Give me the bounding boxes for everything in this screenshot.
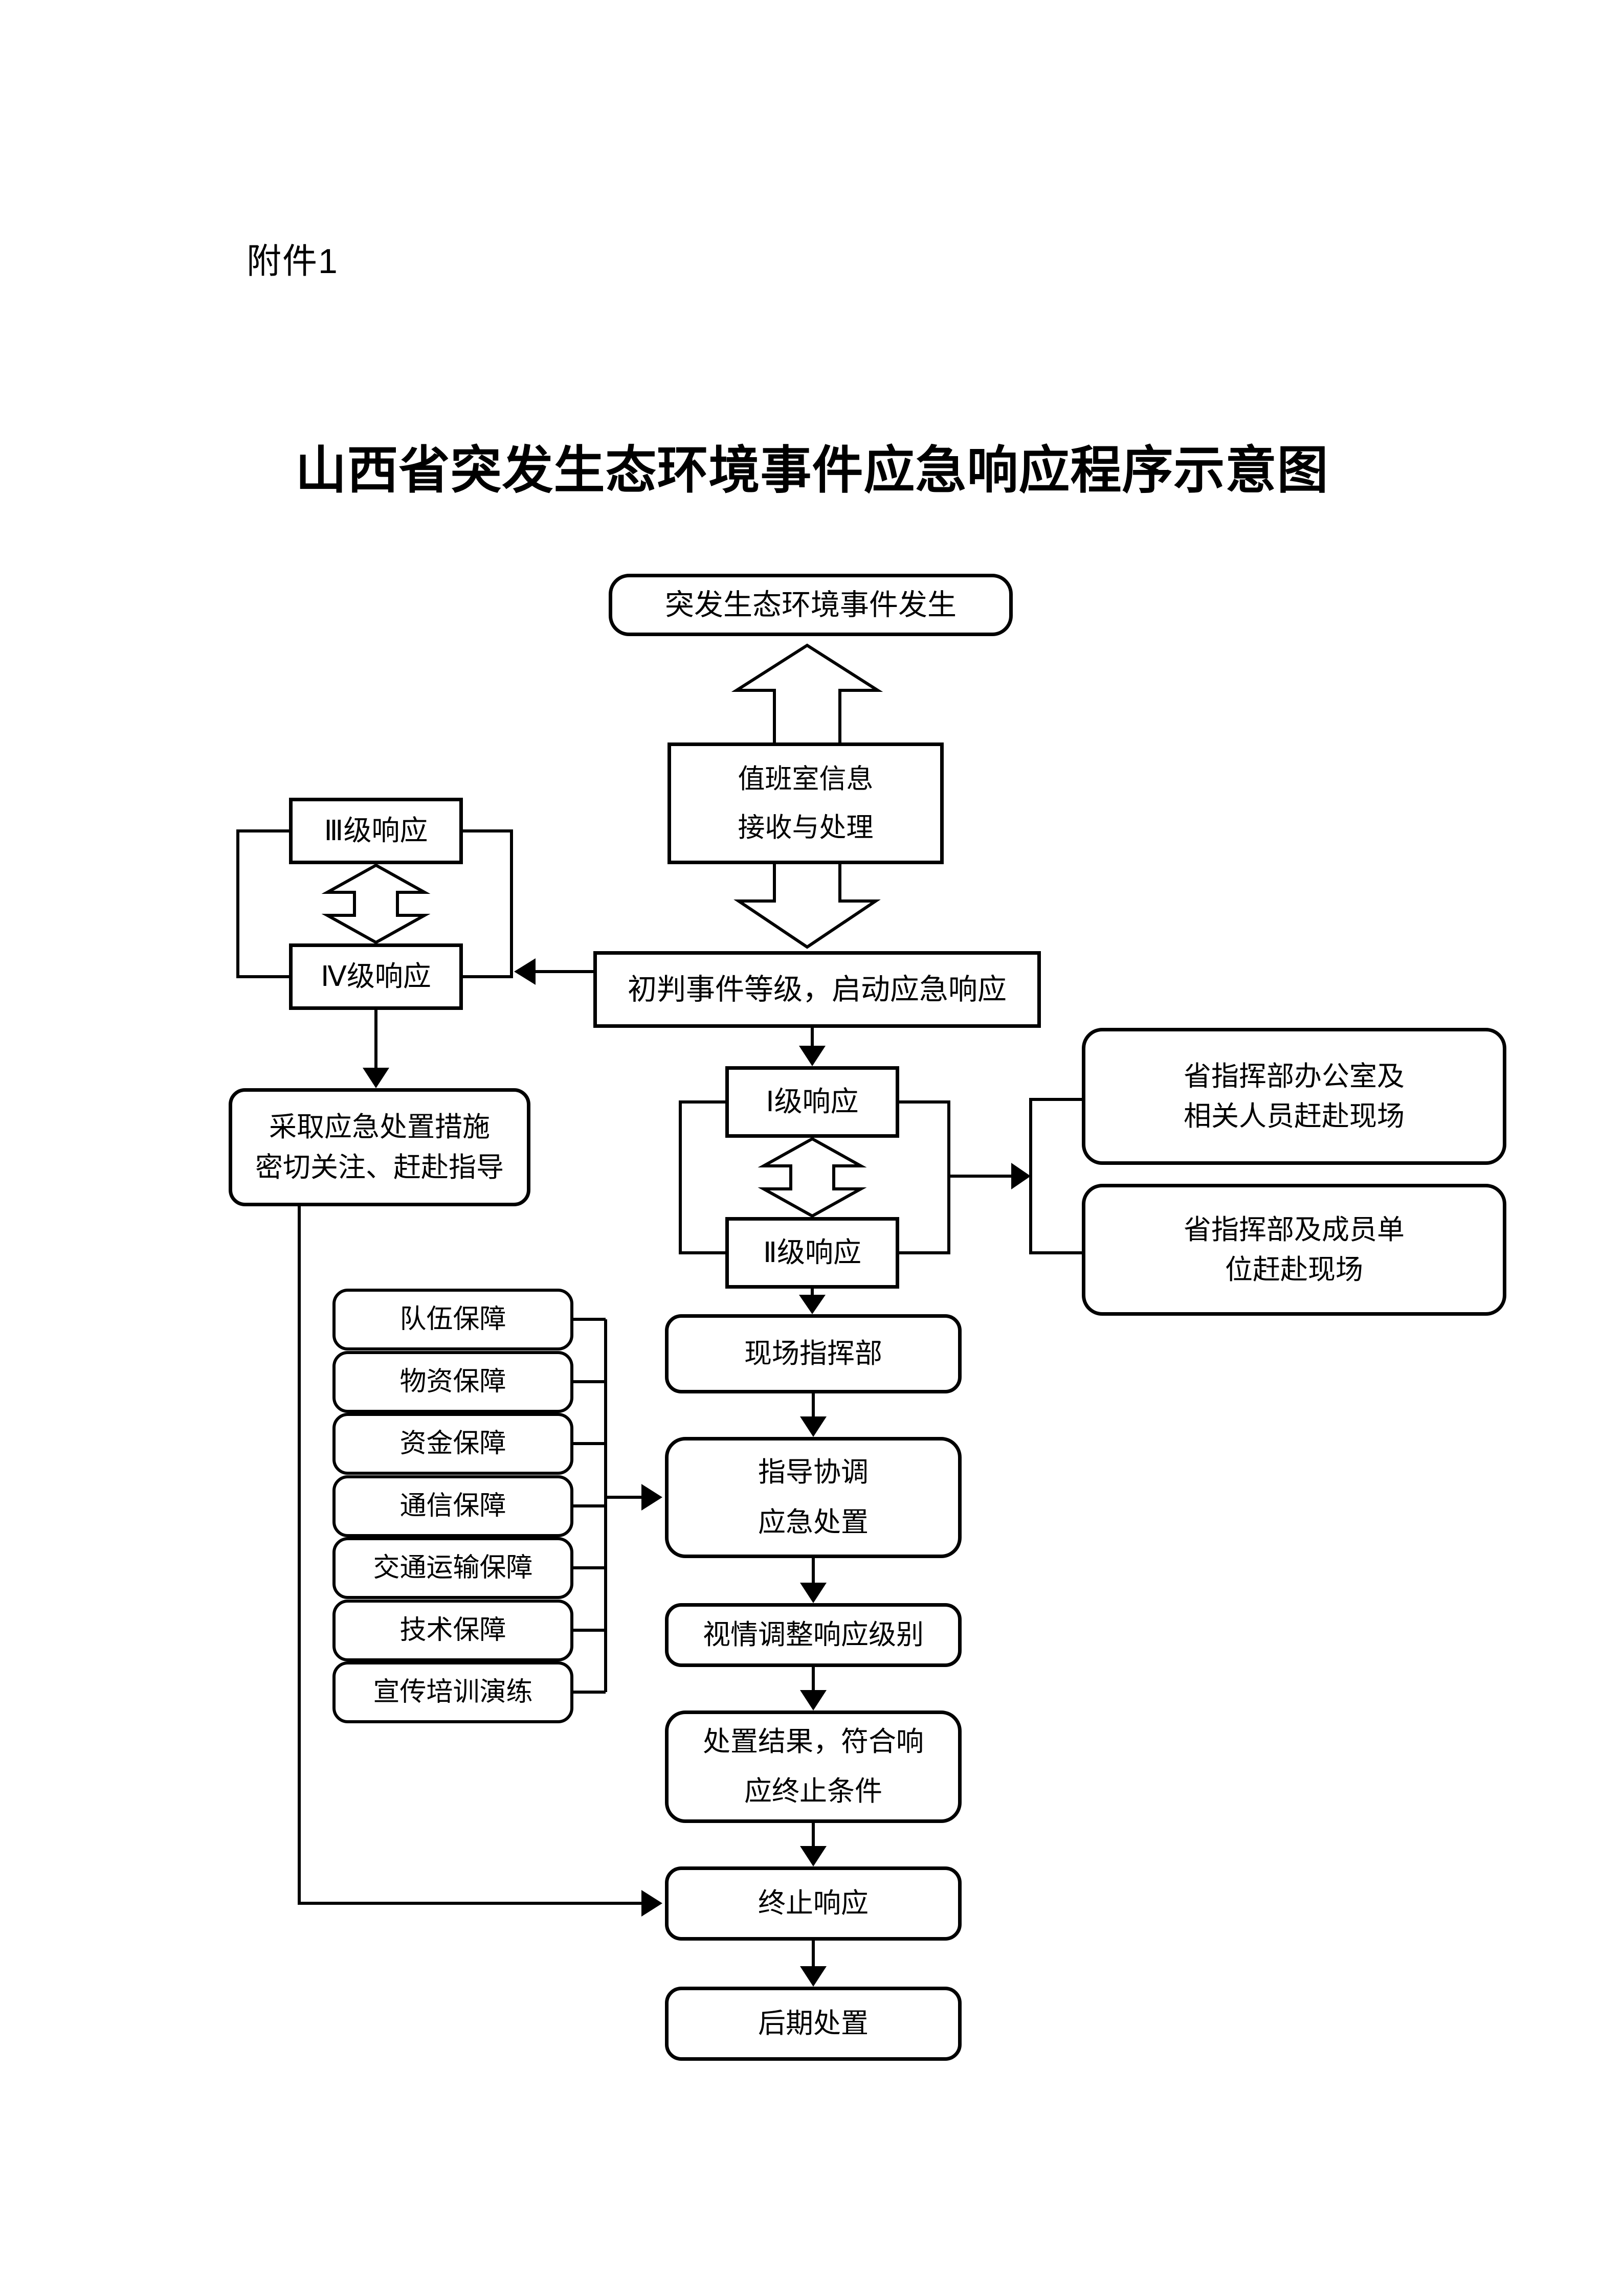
bracket-levels34-right: [463, 829, 513, 978]
node-label: 突发生态环境事件发生: [665, 588, 956, 621]
node-label: 密切关注、赶赴指导: [255, 1152, 504, 1183]
node-label: 位赶赴现场: [1225, 1254, 1363, 1285]
node-label: 应终止条件: [744, 1776, 882, 1807]
node-label: 省指挥部及成员单: [1184, 1214, 1405, 1245]
node-terminate-response: 终止响应: [665, 1866, 962, 1941]
node-label: Ⅳ级响应: [321, 960, 431, 993]
node-label: 交通运输保障: [373, 1552, 533, 1583]
node-support-team: 队伍保障: [332, 1289, 573, 1350]
node-support-transport: 交通运输保障: [332, 1537, 573, 1599]
node-initial-judgment: 初判事件等级，启动应急响应: [593, 951, 1041, 1028]
node-label: 处置结果，符合响: [703, 1726, 924, 1757]
block-arrow-down-icon: [733, 861, 881, 949]
double-arrow-levels34-icon: [321, 863, 431, 944]
node-support-communication: 通信保障: [332, 1475, 573, 1537]
node-label: 宣传培训演练: [373, 1677, 533, 1707]
node-label: 指导协调: [758, 1457, 869, 1488]
node-support-material: 物资保障: [332, 1351, 573, 1413]
node-adjust-level: 视情调整响应级别: [665, 1603, 962, 1667]
node-label: Ⅱ级响应: [763, 1236, 862, 1269]
node-level4-response: Ⅳ级响应: [289, 943, 463, 1010]
node-take-measures: 采取应急处置措施 密切关注、赶赴指导: [229, 1088, 530, 1206]
node-field-hq: 现场指挥部: [665, 1314, 962, 1393]
arrowhead-left-icon: [514, 958, 536, 985]
arrowhead-down-icon: [799, 1046, 826, 1066]
support-collector: [573, 1318, 607, 1694]
arrowhead-down-icon: [799, 1295, 826, 1314]
node-level3-response: Ⅲ级响应: [289, 798, 463, 864]
attachment-label: 附件1: [247, 242, 339, 281]
node-label: 终止响应: [758, 1888, 869, 1919]
node-label: 接收与处理: [738, 813, 874, 843]
node-label: 视情调整响应级别: [703, 1619, 924, 1651]
arrowhead-down-icon: [363, 1068, 389, 1088]
arrowhead-down-icon: [800, 1416, 827, 1437]
node-guide-coordinate: 指导协调 应急处置: [665, 1437, 962, 1558]
arrowhead-down-icon: [800, 1583, 827, 1603]
node-label: 应急处置: [758, 1506, 869, 1538]
node-post-disposal: 后期处置: [665, 1987, 962, 2061]
node-label: 技术保障: [399, 1615, 506, 1645]
node-result-condition: 处置结果，符合响 应终止条件: [665, 1710, 962, 1823]
arrowhead-right-icon: [641, 1890, 662, 1917]
node-label: 初判事件等级，启动应急响应: [628, 973, 1007, 1006]
node-label: 省指挥部办公室及: [1184, 1061, 1405, 1092]
node-hq-office: 省指挥部办公室及 相关人员赶赴现场: [1082, 1028, 1506, 1165]
arrowhead-down-icon: [800, 1966, 827, 1987]
node-label: 物资保障: [399, 1366, 506, 1397]
double-arrow-levels12-icon: [758, 1137, 867, 1218]
node-label: 采取应急处置措施: [269, 1112, 490, 1143]
node-label: 值班室信息: [738, 763, 874, 794]
node-support-technology: 技术保障: [332, 1600, 573, 1661]
node-support-funding: 资金保障: [332, 1413, 573, 1475]
connector-take-to-terminate: [298, 1206, 641, 1905]
node-label: 现场指挥部: [744, 1338, 882, 1369]
page-title: 山西省突发生态环境事件应急响应程序示意图: [295, 442, 1329, 499]
node-label: 相关人员赶赴现场: [1184, 1101, 1405, 1132]
bracket-levels12-right: [899, 1100, 950, 1254]
node-duty-room: 值班室信息 接收与处理: [668, 742, 944, 864]
node-support-training: 宣传培训演练: [332, 1661, 573, 1723]
node-level1-response: Ⅰ级响应: [725, 1066, 899, 1138]
node-level2-response: Ⅱ级响应: [725, 1217, 899, 1289]
block-arrow-up-icon: [731, 643, 883, 746]
node-label: 队伍保障: [399, 1304, 506, 1334]
node-label: 后期处置: [758, 2008, 869, 2039]
node-label: 通信保障: [399, 1491, 506, 1521]
node-event-start: 突发生态环境事件发生: [609, 574, 1013, 636]
arrowhead-down-icon: [800, 1690, 827, 1710]
arrowhead-right-icon: [641, 1484, 662, 1511]
arrowhead-right-icon: [1011, 1163, 1031, 1189]
arrowhead-down-icon: [800, 1846, 827, 1866]
node-hq-members: 省指挥部及成员单 位赶赴现场: [1082, 1184, 1506, 1316]
node-label: 资金保障: [399, 1428, 506, 1458]
bracket-right-group: [1029, 1098, 1082, 1254]
node-label: Ⅲ级响应: [324, 815, 428, 847]
node-label: Ⅰ级响应: [766, 1086, 859, 1118]
bracket-levels34-left: [236, 829, 289, 978]
bracket-levels12-left: [679, 1100, 725, 1254]
